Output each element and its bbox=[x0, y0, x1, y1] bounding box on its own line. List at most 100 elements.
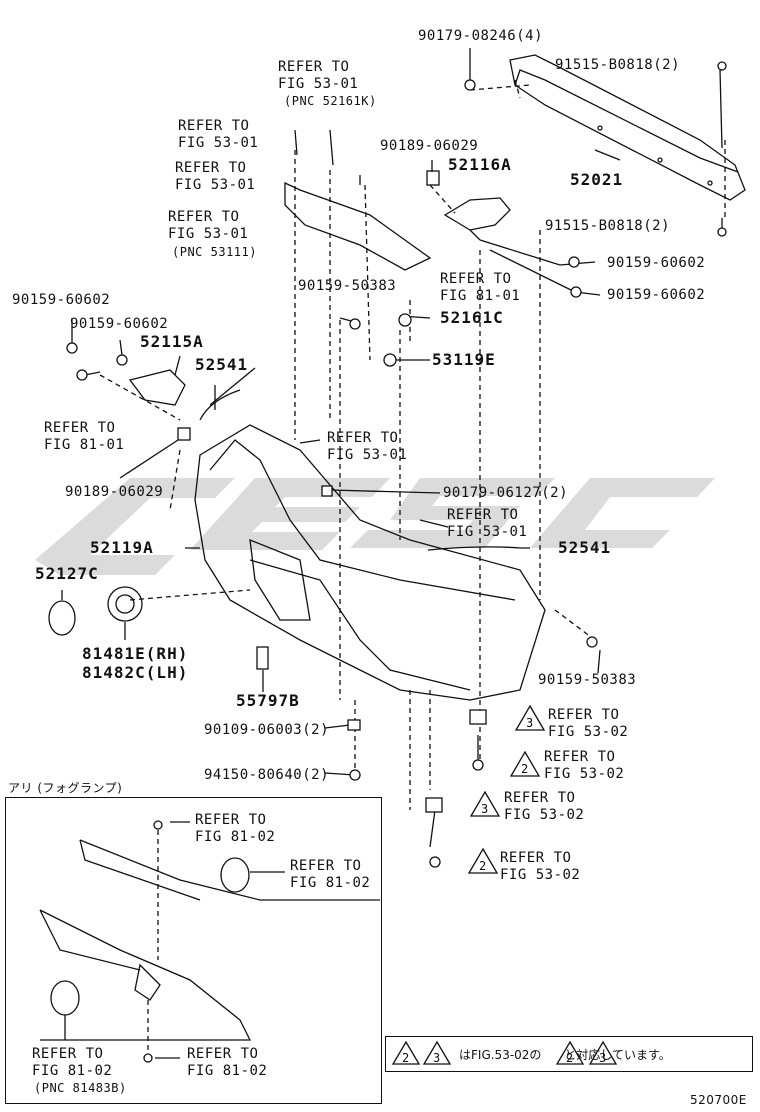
bolt-90159-60602-l1 bbox=[66, 342, 78, 354]
refer-fig53-01-c-line2: FIG 53-01 bbox=[175, 177, 256, 193]
nut-90109-06003 bbox=[347, 719, 361, 731]
refer-fig53-02-c-line1: REFER TO bbox=[504, 790, 576, 806]
refer-fig53-01-c-line1: REFER TO bbox=[175, 160, 247, 176]
note-triangle-3a-shape bbox=[422, 1040, 452, 1065]
bolt-tri2-b bbox=[429, 856, 441, 868]
nut-tri3-b bbox=[425, 797, 443, 813]
inset-refer-d-line1: REFER TO bbox=[187, 1046, 259, 1062]
label-90159-60602-l1: 90159-60602 bbox=[12, 292, 111, 308]
refer-fig81-01-b-line1: REFER TO bbox=[44, 420, 116, 436]
bumper-cover-52119a bbox=[194, 424, 546, 701]
label-81482c-lh: 81482C(LH) bbox=[82, 663, 189, 682]
note-triangle-2b-shape bbox=[555, 1040, 585, 1065]
label-90109-06003: 90109-06003(2) bbox=[204, 722, 330, 738]
nut-90179-06127 bbox=[321, 485, 333, 497]
clip-90189-06029 bbox=[177, 427, 191, 441]
inset-refer-c-line1: REFER TO bbox=[32, 1046, 104, 1062]
triangle-3-b: 3 bbox=[481, 802, 489, 816]
inset-refer-d-line2: FIG 81-02 bbox=[187, 1063, 268, 1079]
trim-52541-left bbox=[199, 389, 241, 421]
label-52115a: 52115A bbox=[140, 332, 204, 351]
inset-bumper bbox=[39, 839, 380, 1041]
inset-refer-b-line2: FIG 81-02 bbox=[290, 875, 371, 891]
triangle-2-b-shape bbox=[467, 847, 499, 874]
reinforcement-52021 bbox=[509, 54, 746, 201]
note-triangle-2a-shape bbox=[391, 1040, 421, 1065]
inset-refer-c-line3: (PNC 81483B) bbox=[34, 1081, 127, 1095]
bracket-52116a bbox=[443, 197, 511, 231]
refer-fig53-02-b-line1: REFER TO bbox=[544, 749, 616, 765]
inset-refer-c-line2: FIG 81-02 bbox=[32, 1063, 113, 1079]
inset-bolt-top bbox=[153, 820, 163, 830]
inset-refer-b-line1: REFER TO bbox=[290, 858, 362, 874]
refer-fig53-02-b-line2: FIG 53-02 bbox=[544, 766, 625, 782]
figure-code: 520700E bbox=[690, 1093, 747, 1107]
fog-lamp-81481e bbox=[107, 586, 143, 622]
note-triangle-3a: 3 bbox=[433, 1051, 441, 1065]
note-triangle-3b-shape bbox=[588, 1040, 618, 1065]
refer-fig53-02-a-line2: FIG 53-02 bbox=[548, 724, 629, 740]
refer-fig53-01-d-line3: (PNC 53111) bbox=[172, 245, 257, 259]
triangle-2-a-shape bbox=[509, 750, 541, 777]
fog-bezel-52127c bbox=[48, 600, 76, 636]
note-triangle-2a: 2 bbox=[402, 1051, 410, 1065]
trim-52541-right bbox=[427, 546, 521, 551]
part-55797b bbox=[256, 646, 269, 670]
label-81481e-rh: 81481E(RH) bbox=[82, 644, 189, 663]
label-90159-60602-l2: 90159-60602 bbox=[70, 316, 169, 332]
refer-fig53-01-e-line2: FIG 53-01 bbox=[327, 447, 408, 463]
label-52541-top: 52541 bbox=[195, 355, 249, 374]
refer-fig53-01-a-line1: REFER TO bbox=[278, 59, 350, 75]
triangle-3-b-shape bbox=[469, 790, 501, 817]
refer-fig53-01-f-line2: FIG 53-01 bbox=[447, 524, 528, 540]
label-52541-right: 52541 bbox=[558, 538, 612, 557]
inset-refer-a-line1: REFER TO bbox=[195, 812, 267, 828]
triangle-3-a-shape bbox=[514, 704, 546, 731]
refer-fig53-02-d-line2: FIG 53-02 bbox=[500, 867, 581, 883]
label-53119e: 53119E bbox=[432, 350, 496, 369]
bolt-91515-top bbox=[717, 61, 727, 71]
refer-fig53-01-b-line2: FIG 53-01 bbox=[178, 135, 259, 151]
label-90159-60602-r1: 90159-60602 bbox=[607, 255, 706, 271]
note-triangle-3b: 3 bbox=[599, 1051, 607, 1065]
triangle-3-a: 3 bbox=[526, 716, 534, 730]
bolt-90159-60602-r2 bbox=[570, 286, 582, 298]
bracket-52115a bbox=[128, 369, 186, 406]
clip-94150-80640 bbox=[349, 769, 361, 781]
clip-52116a bbox=[426, 170, 440, 186]
refer-fig81-01-a-line1: REFER TO bbox=[440, 271, 512, 287]
inset-frame bbox=[5, 797, 382, 1104]
label-52021: 52021 bbox=[570, 170, 624, 189]
label-90179-06127: 90179-06127(2) bbox=[443, 485, 569, 501]
refer-fig81-01-b-line2: FIG 81-01 bbox=[44, 437, 125, 453]
label-91515-b0818-mid: 91515-B0818(2) bbox=[545, 218, 671, 234]
label-91515-b0818-top: 91515-B0818(2) bbox=[555, 57, 681, 73]
label-90189-06029-top: 90189-06029 bbox=[380, 138, 479, 154]
label-52119a: 52119A bbox=[90, 538, 154, 557]
clip-53119e bbox=[383, 353, 397, 367]
bolt-tri2-a bbox=[472, 759, 484, 771]
label-52161c: 52161C bbox=[440, 308, 504, 327]
refer-fig53-01-d-line1: REFER TO bbox=[168, 209, 240, 225]
refer-fig81-01-a-line2: FIG 81-01 bbox=[440, 288, 521, 304]
label-90189-06029-left: 90189-06029 bbox=[65, 484, 164, 500]
bolt-90159-50383-top bbox=[349, 318, 361, 330]
note-triangle-2b: 2 bbox=[566, 1051, 574, 1065]
label-55797b: 55797B bbox=[236, 691, 300, 710]
refer-fig53-01-a-line2: FIG 53-01 bbox=[278, 76, 359, 92]
bolt-90159-50383-bot bbox=[586, 636, 598, 648]
label-90159-50383-top: 90159-50383 bbox=[298, 278, 397, 294]
triangle-2-b: 2 bbox=[479, 859, 487, 873]
label-90179-08246: 90179-08246(4) bbox=[418, 28, 544, 44]
bolt-90159-l3 bbox=[76, 369, 88, 381]
label-90159-60602-r2: 90159-60602 bbox=[607, 287, 706, 303]
footnote-box: はFIG.53-02の と対応しています。 bbox=[385, 1036, 753, 1072]
label-52116a: 52116A bbox=[448, 155, 512, 174]
label-90159-50383-bot: 90159-50383 bbox=[538, 672, 637, 688]
footnote-text: はFIG.53-02の と対応しています。 bbox=[459, 1048, 671, 1062]
bolt-90179-08246 bbox=[464, 79, 476, 91]
refer-fig53-02-c-line2: FIG 53-02 bbox=[504, 807, 585, 823]
refer-fig53-01-d-line2: FIG 53-01 bbox=[168, 226, 249, 242]
refer-fig53-01-b-line1: REFER TO bbox=[178, 118, 250, 134]
